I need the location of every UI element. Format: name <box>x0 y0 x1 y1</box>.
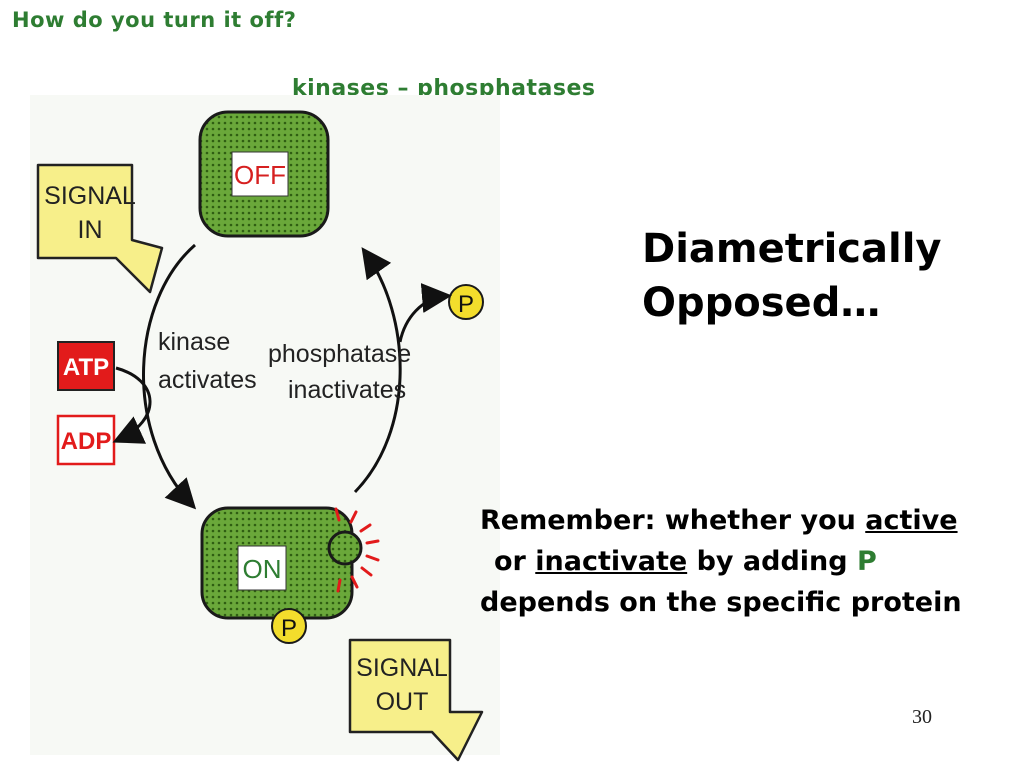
on-label: ON <box>243 554 282 584</box>
page-number: 30 <box>912 706 932 728</box>
signal-in: SIGNAL IN <box>36 163 164 294</box>
signal-out: SIGNAL OUT <box>348 638 484 762</box>
headline-line1: Diametrically <box>642 226 942 272</box>
signal-in-line2: IN <box>78 216 103 244</box>
remember-part3: by adding <box>687 546 857 577</box>
remember-line2: or inactivate by adding P <box>480 541 962 582</box>
signal-in-line1: SIGNAL <box>44 182 136 210</box>
free-phosphate-label: P <box>458 291 474 318</box>
phosphatase-label-line2: inactivates <box>288 376 406 404</box>
phosphorylation-cycle-diagram: OFF ON P P SIGNAL IN <box>36 110 484 762</box>
protein-off: OFF <box>198 110 330 238</box>
adp-box: ADP <box>56 414 116 466</box>
headline-line2: Opposed… <box>642 280 881 326</box>
bound-phosphate-label: P <box>281 615 297 642</box>
signal-out-line2: OUT <box>376 688 429 716</box>
phosphate-release-arrow <box>398 283 452 343</box>
kinase-arrow <box>142 243 197 510</box>
kinase-label-line2: activates <box>158 366 257 394</box>
free-phosphate: P <box>448 284 484 320</box>
phosphatase-label-line1: phosphatase <box>268 340 411 368</box>
word-active: active <box>865 505 958 536</box>
phosphatase-arrow <box>353 247 402 494</box>
off-label: OFF <box>234 160 286 190</box>
kinase-label-line1: kinase <box>158 328 230 356</box>
adp-label: ADP <box>61 428 112 455</box>
remember-note: Remember: whether you active or inactiva… <box>480 500 962 623</box>
remember-line1: Remember: whether you active <box>480 500 962 541</box>
remember-part2: or <box>494 546 536 577</box>
activity-rays <box>334 507 380 593</box>
word-inactivate: inactivate <box>535 546 688 577</box>
atp-to-adp-arrow <box>112 366 152 444</box>
headline: Diametrically Opposed… <box>642 222 941 330</box>
signal-out-line1: SIGNAL <box>356 654 448 682</box>
remember-line3: depends on the specific protein <box>480 587 962 618</box>
phosphate-letter: P <box>856 546 877 577</box>
slide-title: How do you turn it off? <box>12 8 297 32</box>
remember-part1: Remember: whether you <box>480 505 866 536</box>
atp-label: ATP <box>63 354 109 381</box>
protein-on: ON <box>200 506 380 620</box>
bound-phosphate: P <box>271 608 307 644</box>
atp-box: ATP <box>57 341 115 391</box>
